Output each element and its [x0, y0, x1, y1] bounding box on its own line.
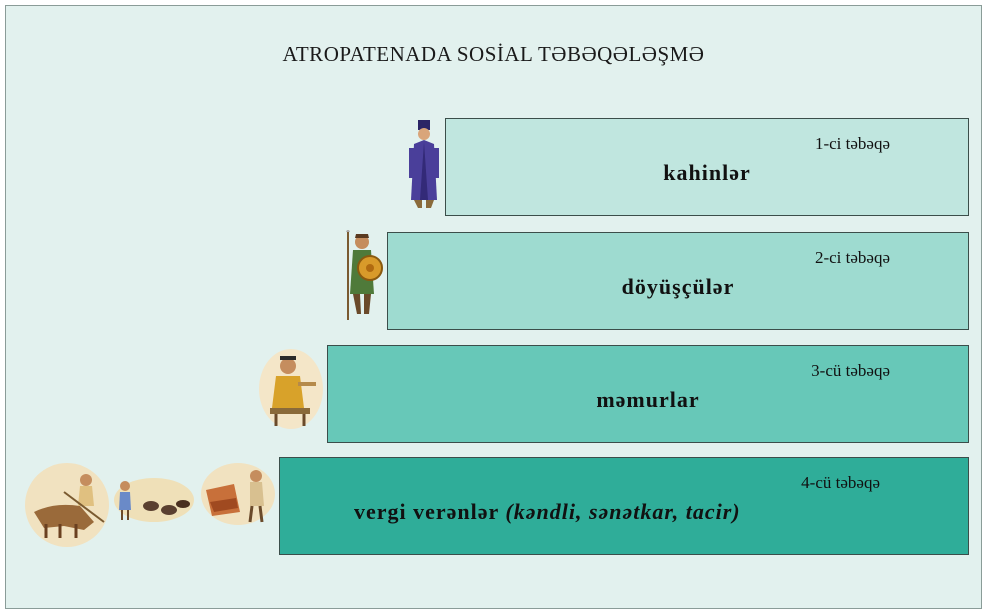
tier-2-label: 2-ci təbəqə — [814, 248, 890, 267]
tier-4-name-extra: (kəndli, sənətkar, tacir) — [505, 499, 741, 524]
tier-3-name: məmurlar — [328, 387, 968, 413]
warrior-illustration-icon — [334, 228, 386, 322]
scribe-illustration-icon — [258, 348, 324, 430]
tier-1-name: kahinlər — [446, 160, 968, 186]
tier-2-name-text: döyüşçülər — [621, 274, 735, 299]
tier-3-name-text: məmurlar — [596, 387, 700, 412]
tier-1-label: 1-ci təbəqə — [814, 134, 890, 153]
tier-2-name: döyüşçülər — [388, 274, 968, 300]
tier-4-box: 4-cü təbəqə vergi verənlər (kəndli, sənə… — [279, 457, 969, 555]
tier-4-name: vergi verənlər (kəndli, sənətkar, tacir) — [354, 499, 741, 525]
diagram-title: ATROPATENADA SOSİAL TƏBƏQƏLƏŞMƏ — [282, 42, 705, 66]
tier-3-box: 3-cü təbəqə məmurlar — [327, 345, 969, 443]
peasant-illustration-icon — [24, 462, 110, 548]
tier-1-box: 1-ci təbəqə kahinlər — [445, 118, 969, 216]
craftsman-illustration-icon — [200, 462, 276, 526]
tier-4-name-text: vergi verənlər — [354, 499, 499, 524]
tier-1-name-text: kahinlər — [663, 160, 751, 185]
tier-3-label: 3-cü təbəqə — [811, 361, 890, 380]
priest-illustration-icon — [404, 118, 444, 210]
tier-2-box: 2-ci təbəqə döyüşçülər — [387, 232, 969, 330]
shepherd-illustration-icon — [113, 474, 195, 524]
tier-4-label: 4-cü təbəqə — [801, 473, 880, 492]
